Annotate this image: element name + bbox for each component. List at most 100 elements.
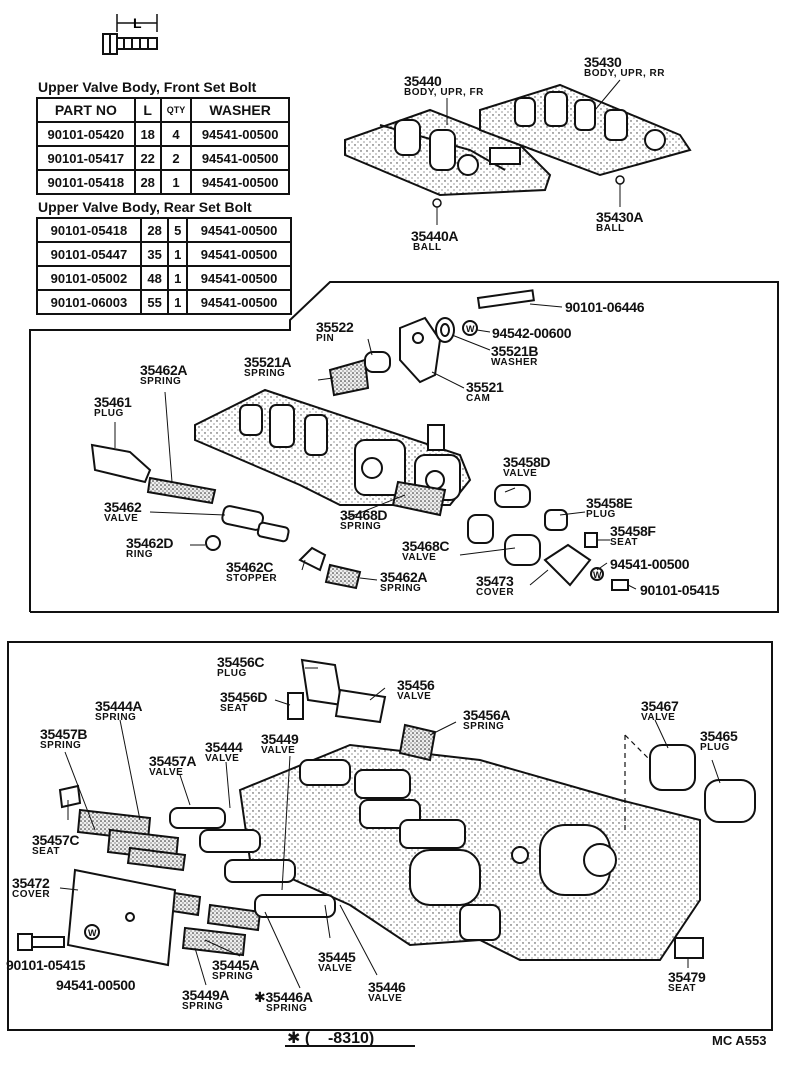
- cell-l: 35: [139, 241, 170, 267]
- leader-lines: [59, 79, 721, 1047]
- cam-assembly: W: [328, 289, 535, 397]
- table-row: 90101-05447 35 1 94541-00500: [36, 241, 292, 267]
- cell-part-no: 90101-05420: [36, 121, 136, 147]
- bolt-dimension-illustration: [102, 14, 158, 55]
- label-94542-00600: 94542-00600: [492, 325, 572, 341]
- cell-qty: 5: [167, 217, 189, 243]
- cell-washer: 94541-00500: [186, 241, 292, 267]
- cell-washer: 94541-00500: [186, 265, 292, 291]
- cell-l: 28: [139, 217, 170, 243]
- header-qty: QTY: [159, 97, 193, 123]
- ball-35440a: [432, 198, 442, 208]
- svg-text:W: W: [593, 570, 602, 580]
- cell-qty: 4: [159, 121, 193, 147]
- cell-qty: 1: [167, 265, 189, 291]
- upper-rear-valve-body: [479, 83, 692, 177]
- header-l: L: [133, 97, 162, 123]
- cell-qty: 1: [167, 241, 189, 267]
- cell-washer: 94541-00500: [190, 121, 290, 147]
- rear-bolt-caption: Upper Valve Body, Rear Set Bolt: [38, 199, 252, 215]
- cell-part-no: 90101-06003: [36, 289, 142, 315]
- table-row: 90101-06003 55 1 94541-00500: [36, 289, 292, 315]
- header-washer: WASHER: [190, 97, 290, 123]
- bottom-section-outline: [7, 641, 773, 1031]
- svg-text:W: W: [466, 324, 475, 334]
- label-90101-05415-bottom: 90101-05415: [6, 957, 86, 973]
- cell-part-no: 90101-05417: [36, 145, 136, 171]
- table-row: 90101-05002 48 1 94541-00500: [36, 265, 292, 291]
- footer-asterisk: ✱: [287, 1030, 301, 1047]
- right-valve-train: W: [391, 480, 629, 591]
- cell-l: 48: [139, 265, 170, 291]
- label-90101-05415-mid: 90101-05415: [640, 582, 720, 598]
- cell-part-no: 90101-05418: [36, 169, 136, 195]
- middle-section-outline: [29, 281, 779, 613]
- upper-front-valve-body: [344, 108, 552, 197]
- ball-35430a: [615, 175, 625, 185]
- cell-washer: 94541-00500: [186, 217, 292, 243]
- header-part-no: PART NO: [36, 97, 136, 123]
- table-row: 90101-05418 28 5 94541-00500: [36, 217, 292, 243]
- left-valve-train: [90, 443, 362, 590]
- svg-text:W: W: [88, 928, 97, 938]
- lower-left-parts: W: [17, 784, 336, 967]
- lower-valve-body: [238, 743, 701, 961]
- cell-part-no: 90101-05447: [36, 241, 142, 267]
- footer-range: ( -8310): [304, 1030, 375, 1047]
- table-row: 90101-05418 28 1 94541-00500: [36, 169, 290, 195]
- cell-qty: 2: [159, 145, 193, 171]
- footer-note: ✱ ( -8310): [287, 1031, 374, 1047]
- rear-bolt-table: 90101-05418 28 5 94541-00500 90101-05447…: [36, 217, 292, 315]
- cell-l: 28: [133, 169, 162, 195]
- label-94541-00500-mid: 94541-00500: [610, 556, 690, 572]
- cell-part-no: 90101-05418: [36, 217, 142, 243]
- cell-l: 18: [133, 121, 162, 147]
- diagram-code: MC A553: [712, 1033, 767, 1048]
- table-row: 90101-05420 18 4 94541-00500: [36, 121, 290, 147]
- cell-washer: 94541-00500: [186, 289, 292, 315]
- cell-part-no: 90101-05002: [36, 265, 142, 291]
- front-bolt-caption: Upper Valve Body, Front Set Bolt: [38, 79, 257, 95]
- front-bolt-table: PART NO L QTY WASHER 90101-05420 18 4 94…: [36, 97, 290, 195]
- label-94541-00500-bottom: 94541-00500: [56, 977, 136, 993]
- cell-qty: 1: [159, 169, 193, 195]
- lower-upper-parts: [287, 658, 756, 959]
- cell-qty: 1: [167, 289, 189, 315]
